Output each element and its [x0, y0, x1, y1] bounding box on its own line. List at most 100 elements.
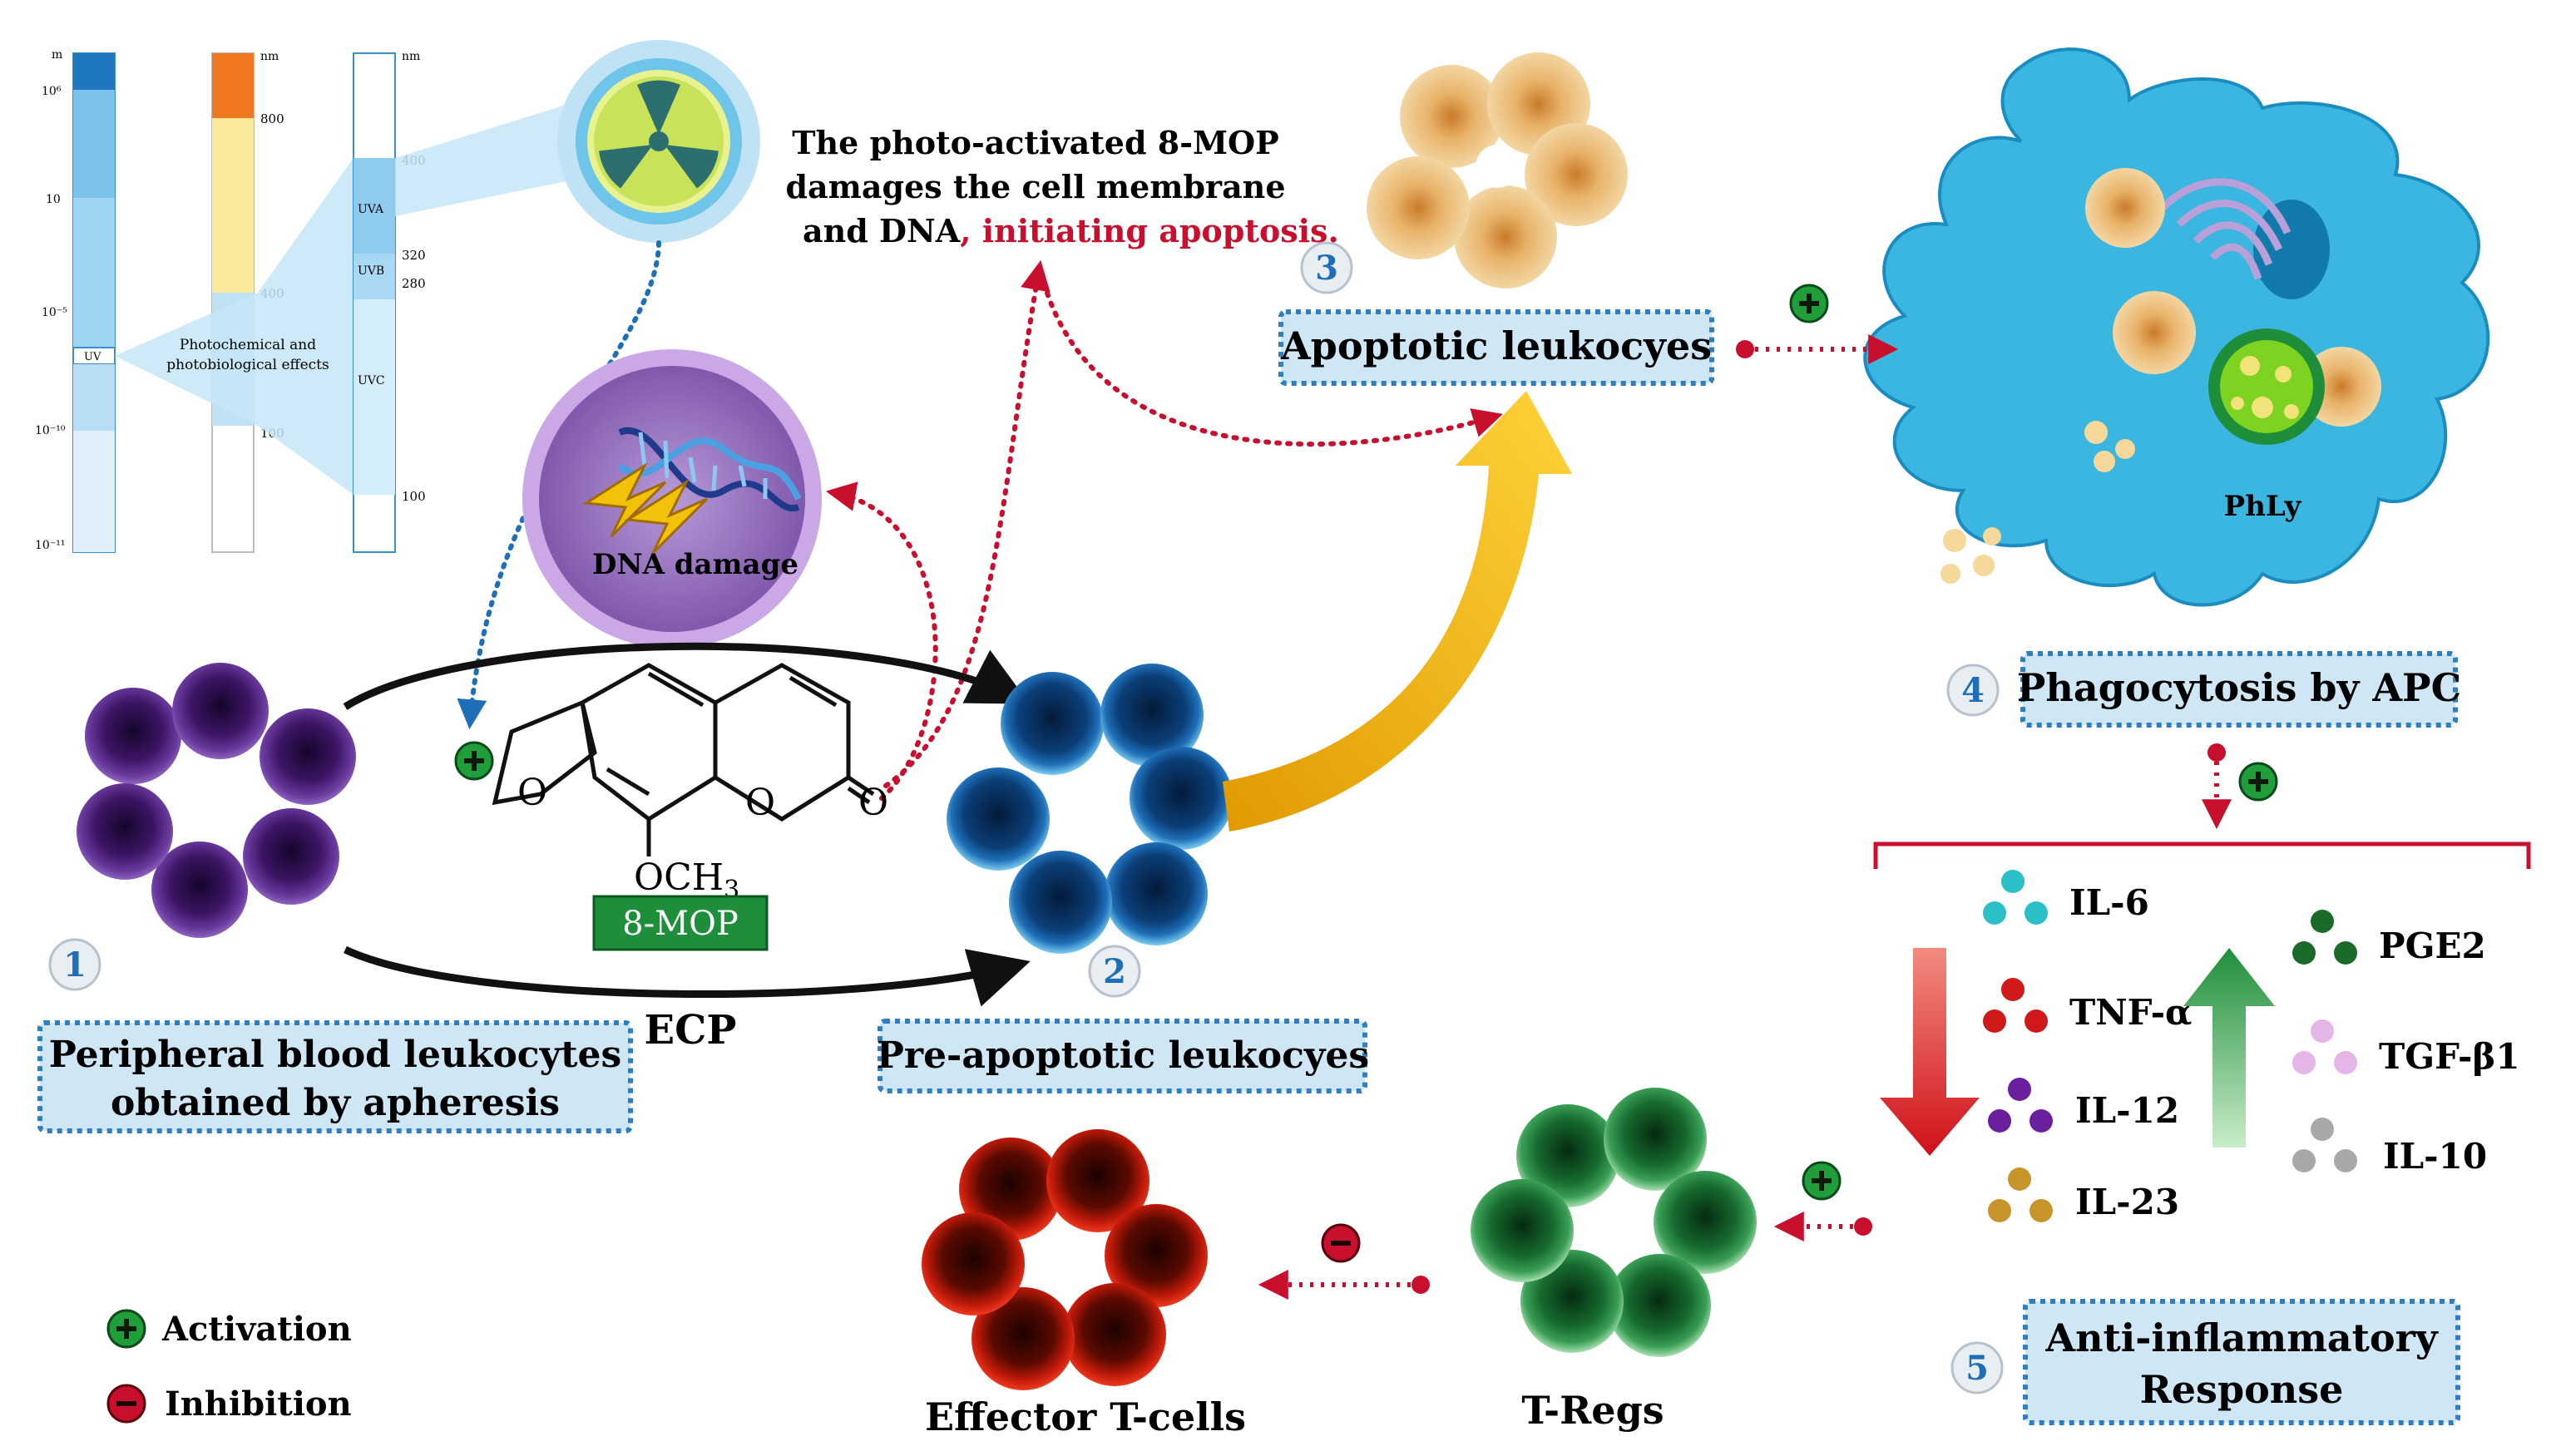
tgfb1-molecule	[2292, 1019, 2357, 1074]
step-3-label-box	[1278, 309, 1714, 386]
tick-nm-right: nm	[402, 50, 420, 63]
step-1-badge: 1	[48, 938, 101, 991]
tick-m: m	[52, 48, 62, 62]
step-1-label-box	[37, 1020, 633, 1133]
tick-uvb: UVB	[358, 264, 384, 278]
tregs-to-effector-arrow	[1258, 1270, 1430, 1300]
activation-icon	[1802, 1161, 1842, 1201]
caption-to-apoptotic-arrow	[1041, 280, 1503, 447]
apoptotic-to-apc-arrow	[1736, 334, 1899, 364]
tick-100-right: 100	[402, 489, 426, 504]
tick-uva: UVA	[358, 203, 384, 216]
il10-molecule	[2292, 1118, 2357, 1172]
tregs-cluster	[1471, 1088, 1757, 1357]
radiation-icon	[557, 40, 760, 243]
activation-icon	[106, 1309, 146, 1349]
il6-molecule	[1983, 870, 2048, 925]
8-mop-molecule	[492, 663, 875, 856]
caption-line-1: The photo-activated 8-MOP	[792, 124, 1278, 161]
dna-icon	[617, 427, 802, 512]
tick-800: 800	[260, 111, 284, 126]
apc-cell: PhLy	[1863, 47, 2490, 607]
caption-initiating-apoptosis: , initiating apoptosis.	[960, 212, 1338, 249]
8-mop-label: 8-MOP	[622, 905, 739, 943]
activation-icon	[1789, 284, 1829, 323]
svg-text:3: 3	[1315, 249, 1338, 288]
spectrum-funnel	[115, 158, 353, 495]
atom-o-2: O	[745, 782, 775, 824]
svg-text:2: 2	[1103, 952, 1126, 991]
step-5-label-1: Anti-inflammatory	[2044, 1315, 2438, 1360]
effects-label-1: Photochemical and	[180, 337, 316, 353]
tick-1e6: 10⁶	[42, 85, 62, 98]
cytokine-il10: IL-10	[2383, 1136, 2487, 1177]
tick-uv: UV	[84, 351, 101, 363]
legend-inhibition: Inhibition	[165, 1384, 352, 1424]
tick-nm-mid: nm	[260, 50, 279, 63]
inhibition-icon	[106, 1384, 146, 1424]
step-1-label-2: obtained by apheresis	[111, 1082, 560, 1124]
cytokine-pge2: PGE2	[2379, 925, 2486, 966]
bottom-ecp-arrow	[344, 945, 1031, 1007]
svg-text:1: 1	[63, 945, 87, 985]
step-3-label: Apoptotic leukocyes	[1280, 323, 1712, 368]
legend: Activation Inhibition	[106, 1309, 352, 1424]
effector-tcells-cluster	[922, 1129, 1208, 1390]
ecp-label: ECP	[645, 1007, 737, 1054]
step-5-label-box	[2023, 1299, 2460, 1425]
tregs-label: T-Regs	[1521, 1388, 1664, 1433]
svg-text:5: 5	[1965, 1349, 1989, 1388]
cytokine-bracket	[1873, 842, 2531, 869]
step-5-label-2: Response	[2140, 1367, 2344, 1412]
response-to-tregs-arrow	[1773, 1212, 1872, 1241]
top-ecp-arrow	[343, 642, 1030, 710]
molecule-to-caption-arrow	[883, 259, 1051, 788]
step-2-label-box	[878, 1019, 1367, 1093]
step-5-badge: 5	[1950, 1341, 2004, 1394]
cytokine-il23: IL-23	[2075, 1182, 2179, 1222]
tick-uvc: UVC	[358, 374, 385, 387]
tick-1e-11: 10⁻¹¹	[35, 539, 65, 552]
atom-o-3: O	[858, 782, 888, 824]
gold-progression-arrow	[1223, 391, 1572, 832]
effector-tcells-label: Effector T-cells	[925, 1394, 1246, 1439]
downregulation-arrow	[1880, 948, 1980, 1156]
atom-o-1: O	[517, 772, 547, 814]
cytokine-il12: IL-12	[2075, 1090, 2179, 1131]
cytokine-tgfb1: TGF-β1	[2379, 1036, 2520, 1077]
il23-molecule	[1988, 1167, 2053, 1222]
step-2-badge: 2	[1088, 945, 1141, 998]
debris	[1940, 421, 2135, 584]
activation-icon	[454, 741, 494, 781]
golgi-icon	[2159, 178, 2292, 280]
tick-1e-5: 10⁻⁵	[42, 306, 67, 319]
inhibition-icon	[1321, 1223, 1361, 1263]
il12-molecule	[1988, 1078, 2053, 1133]
8-mop-badge	[592, 895, 769, 951]
step-4-badge: 4	[1946, 664, 2000, 717]
radiation-to-molecule-arrow	[457, 240, 661, 730]
phly-label: PhLy	[2224, 490, 2302, 523]
step-2-label: Pre-apoptotic leukocyes	[877, 1034, 1369, 1077]
phagolysosome-icon	[2208, 328, 2325, 445]
dna-damage-bubble: DNA damage	[522, 349, 822, 649]
molecule-to-dna-arrow	[825, 481, 938, 801]
tick-280: 280	[402, 276, 426, 291]
spectrum-panel: m 10⁶ 10 10⁻⁵ UV 10⁻¹⁰ 10⁻¹¹ nm 800 400 …	[35, 48, 599, 553]
caption-line-2: damages the cell membrane	[785, 168, 1285, 205]
tick-1e-10: 10⁻¹⁰	[35, 424, 66, 437]
apc-to-response-arrow	[2202, 743, 2232, 830]
step-1-label-1: Peripheral blood leukocytes	[49, 1034, 622, 1076]
effects-label-2: photobiological effects	[166, 357, 329, 373]
apoptotic-leukocytes-cluster	[1367, 52, 1628, 289]
cytokine-tnfa: TNF-α	[2069, 992, 2192, 1033]
tick-10: 10	[46, 193, 61, 206]
peripheral-leukocytes-cluster	[77, 663, 356, 938]
legend-activation: Activation	[161, 1310, 352, 1349]
step-4-label: Phagocytosis by APC	[2017, 665, 2461, 710]
svg-text:4: 4	[1961, 671, 1985, 710]
pge2-molecule	[2292, 910, 2357, 965]
upregulation-arrow	[2183, 948, 2275, 1148]
cytokine-il6: IL-6	[2069, 882, 2149, 923]
